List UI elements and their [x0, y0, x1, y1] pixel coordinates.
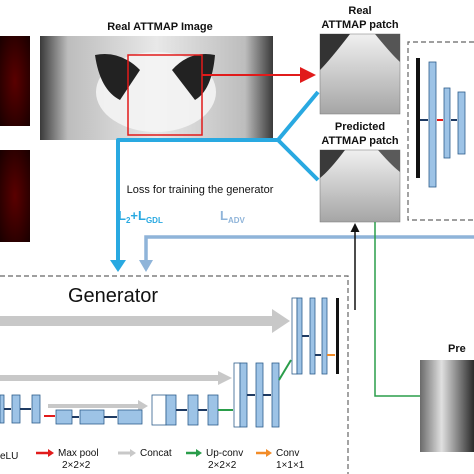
generator-box [0, 275, 349, 474]
patch-selector-box [127, 54, 203, 136]
real-patch-title-1: Real [348, 5, 371, 17]
legend-concat: Concat [140, 448, 172, 459]
predicted-full-image-partial [420, 360, 474, 452]
loss-fork [116, 90, 320, 262]
loss-adv: LADV [220, 208, 246, 225]
generator-flow-arrows [4, 335, 335, 418]
real-patch-title-2: ATTMAP patch [321, 19, 398, 31]
legend-maxpool-2: 2×2×2 [62, 460, 91, 471]
pred-partial-label: Pre [448, 343, 466, 355]
adv-feedback-line [144, 235, 474, 262]
legend-conv-2: 1×1×1 [276, 460, 305, 471]
skip-connections [0, 309, 290, 412]
pred-patch-title-2: ATTMAP patch [321, 135, 398, 147]
green-path [374, 222, 420, 397]
legend-upconv-1: Up-conv [206, 448, 243, 459]
generator-blocks [0, 297, 339, 428]
pet-image-top [0, 36, 30, 126]
legend-relu: eLU [0, 451, 18, 462]
l2-gdl-arrowhead [110, 260, 126, 272]
legend-upconv-2: 2×2×2 [208, 460, 237, 471]
discriminator-box [407, 41, 474, 221]
loss-l2-gdl: L2+LGDL [118, 208, 163, 225]
real-attmap-image [40, 36, 273, 140]
adv-arrowhead [139, 260, 153, 272]
svg-text:LADV: LADV [220, 208, 246, 225]
predicted-attmap-patch [319, 149, 401, 223]
generator-title: Generator [68, 285, 158, 307]
loss-caption: Loss for training the generator [127, 184, 274, 196]
svg-text:L2+LGDL: L2+LGDL [118, 208, 163, 225]
pet-image-bottom [0, 150, 30, 242]
legend-conv-1: Conv [276, 448, 299, 459]
real-attmap-patch [319, 33, 401, 115]
legend-maxpool-1: Max pool [58, 448, 99, 459]
pred-patch-title-1: Predicted [335, 121, 385, 133]
real-image-title: Real ATTMAP Image [107, 21, 213, 33]
legend: eLU Max pool 2×2×2 Concat Up-conv 2×2×2 … [0, 448, 305, 471]
